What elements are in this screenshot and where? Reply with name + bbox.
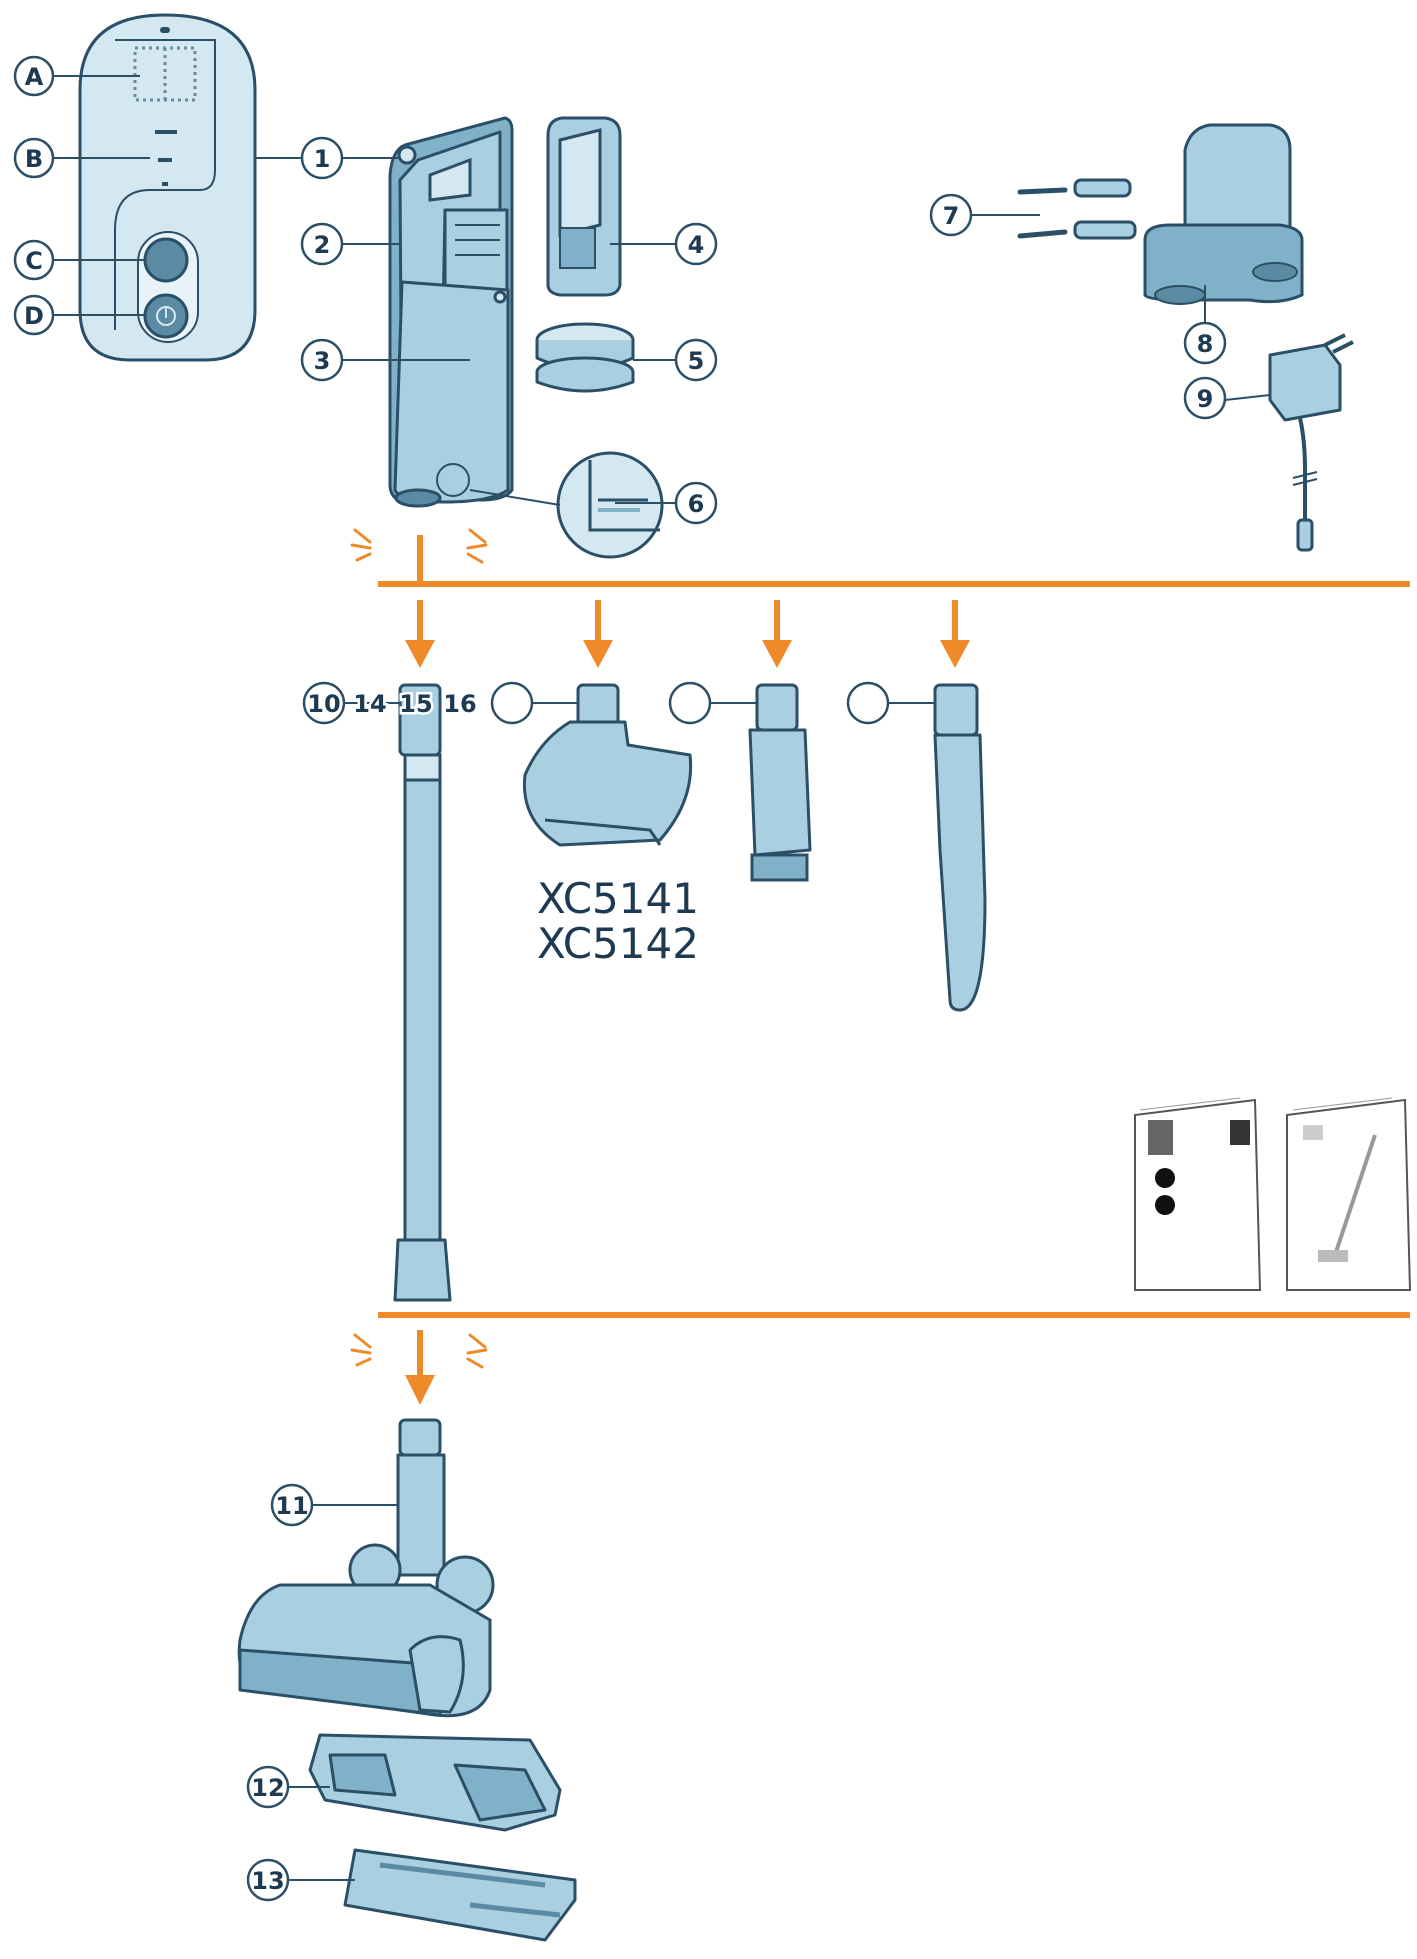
callout-b: B — [13, 137, 55, 179]
display-panel-icon — [133, 27, 197, 102]
callout-10-14-15-16: 10 14 15 16 — [302, 681, 477, 725]
callout-4: 4 — [674, 222, 718, 266]
extension-tube — [393, 683, 452, 1302]
callout-b-label: B — [25, 145, 43, 173]
callout-16-label: 16 — [443, 690, 476, 718]
callout-a: A — [13, 55, 55, 97]
callout-c: C — [13, 239, 55, 281]
callout-9-label: 9 — [1197, 385, 1214, 413]
callout-1-label: 1 — [314, 145, 331, 173]
control-panel — [78, 13, 257, 362]
callout-9: 9 — [1183, 376, 1227, 420]
callout-8: 8 — [1183, 321, 1227, 365]
callout-7: 7 — [929, 193, 973, 237]
dusting-brush — [748, 683, 812, 882]
callout-11: 11 — [270, 1483, 314, 1527]
callout-12: 12 — [246, 1765, 290, 1809]
callout-2: 2 — [300, 222, 344, 266]
callout-13: 13 — [246, 1858, 290, 1902]
callout-5-label: 5 — [688, 347, 705, 375]
power-icon — [156, 306, 176, 326]
callout-1: 1 — [300, 136, 344, 180]
mode-button — [143, 237, 189, 283]
callout-c-label: C — [25, 247, 43, 275]
callout-4-label: 4 — [688, 231, 705, 259]
callout-6-label: 6 — [688, 490, 705, 518]
callout-3-label: 3 — [314, 347, 331, 375]
detail-zoom — [469, 451, 664, 559]
crevice-tool — [933, 683, 987, 1012]
callout-15-label: 15 — [399, 690, 432, 718]
manual-icon — [1134, 1097, 1412, 1291]
callout-5: 5 — [674, 338, 718, 382]
mop-pad — [343, 1848, 577, 1942]
floor-nozzle — [237, 1418, 495, 1718]
callout-d: D — [13, 294, 55, 336]
callout-10-label: 10 — [307, 690, 340, 718]
filter — [535, 322, 635, 393]
callout-7-label: 7 — [943, 202, 960, 230]
wall-mount-icon — [1017, 123, 1304, 305]
callout-6: 6 — [674, 481, 718, 525]
callout-a-label: A — [25, 63, 44, 91]
callout-12-label: 12 — [251, 1774, 284, 1802]
empty-callouts — [490, 681, 935, 725]
sparks-top — [350, 528, 488, 564]
sparks-bottom — [350, 1333, 488, 1369]
callout-13-label: 13 — [251, 1867, 284, 1895]
callout-11-label: 11 — [275, 1492, 308, 1520]
mop-tray — [308, 1733, 562, 1832]
mini-turbo-brush — [522, 683, 693, 847]
callout-14-label: 14 — [353, 690, 386, 718]
arrows-down — [405, 600, 970, 668]
charger-icon — [1268, 333, 1354, 552]
handheld-unit — [388, 116, 514, 508]
callout-8-label: 8 — [1197, 330, 1214, 358]
callout-2-label: 2 — [314, 231, 331, 259]
model-number-2: XC5142 — [537, 919, 699, 968]
callout-d-label: D — [24, 302, 44, 330]
leader-lines — [52, 75, 1271, 1881]
model-number-1: XC5141 — [537, 874, 699, 923]
battery-pack — [546, 116, 622, 297]
callout-3: 3 — [300, 338, 344, 382]
